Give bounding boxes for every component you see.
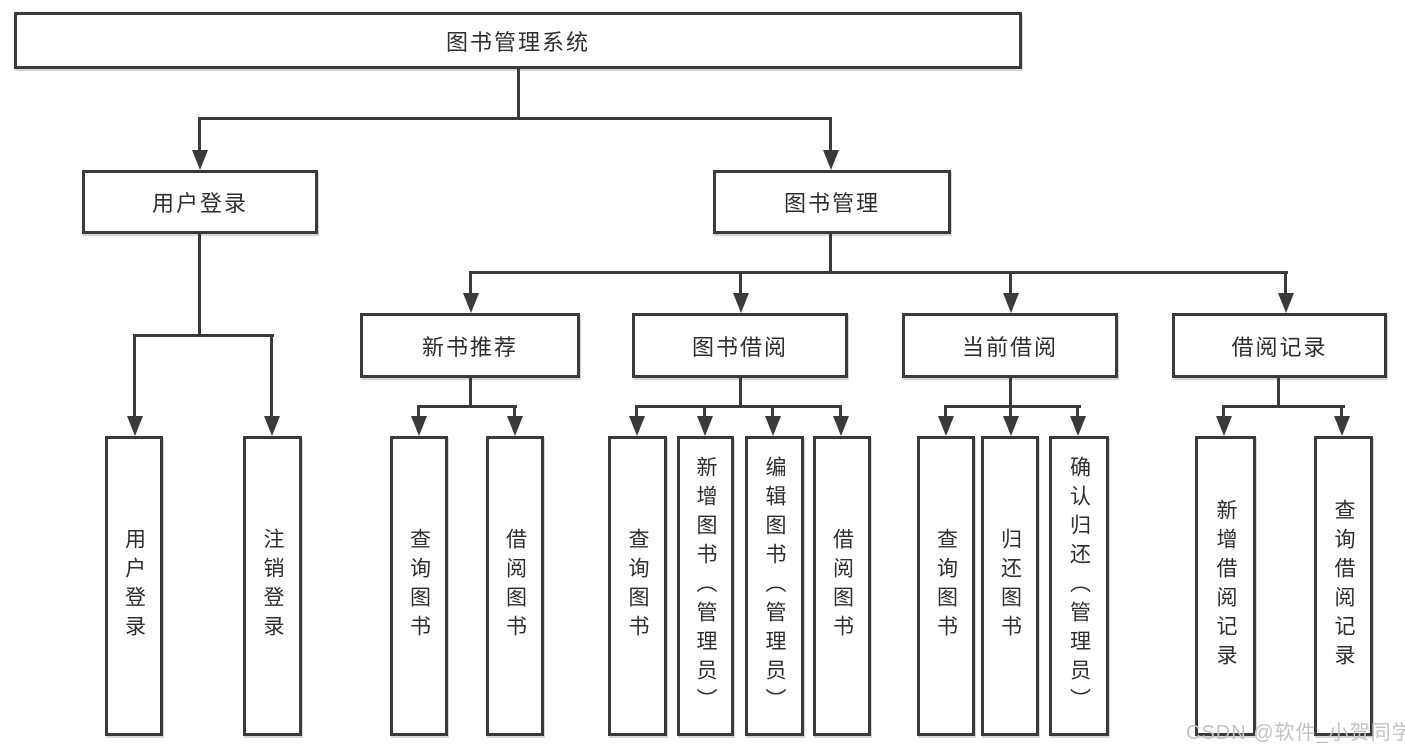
leaf-add-books-admin: 新增图书（管理员） [677, 436, 734, 736]
connector-level2-rail [198, 117, 831, 120]
connector-drop-leaf-add-record [1222, 405, 1225, 420]
arrowhead-leaf-user-login-icon [126, 416, 143, 436]
connector-stem-book-management [829, 233, 832, 274]
leaf-query-borrow-record: 查询借阅记录 [1314, 436, 1373, 736]
connector-stem-current-borrow [1009, 377, 1012, 408]
connector-drop-leaf-logout [270, 334, 273, 420]
arrowhead-leaf-add-record-icon [1215, 416, 1232, 436]
arrowhead-leaf-query-record-icon [1333, 416, 1350, 436]
arrowhead-leaf-logout-icon [263, 416, 280, 436]
arrowhead-leaf-confirm-return-icon [1069, 416, 1086, 436]
connector-rail-borrow-leaves [635, 405, 842, 408]
arrowhead-leaf-borrow-books-icon [832, 416, 849, 436]
connector-rail-current-leaves [944, 405, 1081, 408]
arrowhead-book-management-icon [822, 150, 839, 170]
connector-rail-user-login-leaves [133, 334, 274, 337]
arrowhead-leaf-add-books-icon [696, 416, 713, 436]
leaf-return-books: 归还图书 [981, 436, 1039, 736]
connector-drop-leaf-borrow-books [839, 405, 842, 420]
connector-drop-leaf-borrow-rec [513, 405, 516, 420]
connector-drop-book-management [829, 117, 832, 153]
connector-level3-rail [469, 271, 1288, 274]
arrowhead-leaf-query-borrow-icon [628, 416, 645, 436]
node-book-management: 图书管理 [713, 170, 951, 234]
arrowhead-borrow-records-icon [1277, 293, 1294, 313]
connector-drop-leaf-user-login [133, 334, 136, 420]
arrowhead-leaf-borrow-rec-icon [506, 416, 523, 436]
connector-drop-leaf-add-books [703, 405, 706, 420]
connector-stem-new-book-recommend [469, 377, 472, 408]
csdn-watermark: CSDN @软件_小贺同学 [1186, 722, 1405, 744]
arrowhead-book-borrow-icon [732, 293, 749, 313]
connector-stem-book-borrow [739, 377, 742, 408]
leaf-query-books-current: 查询图书 [917, 436, 975, 736]
connector-drop-new-book-recommend [469, 271, 472, 297]
node-borrow-records: 借阅记录 [1172, 313, 1387, 378]
connector-drop-current-borrow [1009, 271, 1012, 297]
arrowhead-current-borrow-icon [1002, 293, 1019, 313]
connector-drop-leaf-return-books [1009, 405, 1012, 420]
connector-rail-recommend-leaves [417, 405, 517, 408]
leaf-edit-books-admin: 编辑图书（管理员） [745, 436, 804, 736]
leaf-add-borrow-record: 新增借阅记录 [1195, 436, 1256, 736]
arrowhead-leaf-edit-books-icon [764, 416, 781, 436]
connector-drop-leaf-edit-books [771, 405, 774, 420]
leaf-logout: 注销登录 [243, 436, 302, 736]
arrowhead-leaf-return-books-icon [1002, 416, 1019, 436]
leaf-user-login: 用户登录 [105, 436, 163, 736]
leaf-borrow-books: 借阅图书 [813, 436, 871, 736]
node-current-borrow: 当前借阅 [902, 313, 1118, 378]
connector-drop-borrow-records [1284, 271, 1287, 297]
connector-drop-book-borrow [739, 271, 742, 297]
arrowhead-new-book-recommend-icon [462, 293, 479, 313]
connector-drop-user-login [198, 117, 201, 153]
connector-stem-user-login [198, 233, 201, 337]
connector-drop-leaf-query-borrow [635, 405, 638, 420]
node-library-management-system: 图书管理系统 [14, 12, 1022, 69]
connector-drop-leaf-query-record [1340, 405, 1343, 420]
connector-drop-leaf-confirm-return [1076, 405, 1079, 420]
node-book-borrow: 图书借阅 [632, 313, 848, 378]
leaf-query-books-rec: 查询图书 [390, 436, 448, 736]
leaf-borrow-books-rec: 借阅图书 [486, 436, 544, 736]
arrowhead-user-login-icon [191, 150, 208, 170]
connector-drop-leaf-query-rec [417, 405, 420, 420]
connector-drop-leaf-query-current [944, 405, 947, 420]
arrowhead-leaf-query-rec-icon [410, 416, 427, 436]
connector-rail-records-leaves [1222, 405, 1345, 408]
arrowhead-leaf-query-current-icon [937, 416, 954, 436]
connector-stem-borrow-records [1277, 377, 1280, 408]
leaf-confirm-return-admin: 确认归还（管理员） [1049, 436, 1109, 736]
node-new-book-recommend: 新书推荐 [360, 313, 580, 378]
leaf-query-books-borrow: 查询图书 [608, 436, 667, 736]
node-user-login: 用户登录 [82, 170, 318, 234]
connector-root-stem [517, 68, 520, 119]
